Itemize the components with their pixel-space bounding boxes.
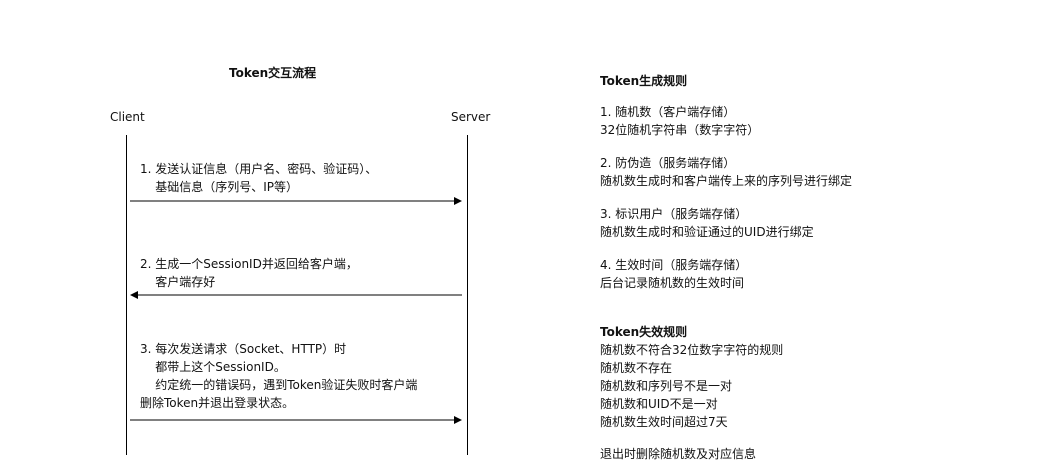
message-3-arrow xyxy=(130,416,462,424)
diagram-title: Token交互流程 xyxy=(229,66,317,80)
message-3-text: 3. 每次发送请求（Socket、HTTP）时 都带上这个SessionID。 … xyxy=(140,340,417,412)
invalidation-rule-item: 随机数生效时间超过7天 xyxy=(600,415,728,429)
invalidation-rules-footer: 退出时删除随机数及对应信息 xyxy=(600,447,757,461)
message-2-line-1: 2. 生成一个SessionID并返回给客户端， xyxy=(140,257,358,271)
server-label: Server xyxy=(451,110,491,124)
client-lifeline xyxy=(126,135,127,455)
invalidation-rule-item: 随机数和序列号不是一对 xyxy=(600,379,733,393)
generation-rule-3-detail: 随机数生成时和验证通过的UID进行绑定 xyxy=(600,225,814,239)
generation-rule-3: 3. 标识用户（服务端存储） 随机数生成时和验证通过的UID进行绑定 xyxy=(600,205,814,241)
generation-rule-2-detail: 随机数生成时和客户端传上来的序列号进行绑定 xyxy=(600,174,853,188)
server-lifeline xyxy=(467,135,468,455)
message-3-line-4: 删除Token并退出登录状态。 xyxy=(140,396,295,410)
generation-rule-4: 4. 生效时间（服务端存储） 后台记录随机数的生效时间 xyxy=(600,256,747,292)
message-2-text: 2. 生成一个SessionID并返回给客户端， 客户端存好 xyxy=(140,255,358,291)
message-2-line-2: 客户端存好 xyxy=(140,275,216,289)
generation-rules-heading: Token生成规则 xyxy=(600,74,688,88)
message-1-arrow xyxy=(130,197,462,205)
invalidation-rule-item: 随机数不符合32位数字字符的规则 xyxy=(600,343,784,357)
generation-rule-1-title: 1. 随机数（客户端存储） xyxy=(600,105,736,119)
generation-rule-1: 1. 随机数（客户端存储） 32位随机字符串（数字字符） xyxy=(600,103,759,139)
message-1-line-2: 基础信息（序列号、IP等） xyxy=(140,180,299,194)
message-2-arrow xyxy=(130,291,462,299)
message-1-line-1: 1. 发送认证信息（用户名、密码、验证码）、 xyxy=(140,162,378,176)
invalidation-rules-heading: Token失效规则 xyxy=(600,325,688,339)
generation-rule-3-title: 3. 标识用户（服务端存储） xyxy=(600,207,748,221)
invalidation-rule-item: 随机数和UID不是一对 xyxy=(600,397,718,411)
invalidation-rule-item: 随机数不存在 xyxy=(600,361,673,375)
invalidation-rules-list: 随机数不符合32位数字字符的规则 随机数不存在 随机数和序列号不是一对 随机数和… xyxy=(600,341,783,431)
message-3-line-1: 3. 每次发送请求（Socket、HTTP）时 xyxy=(140,342,347,356)
generation-rule-4-detail: 后台记录随机数的生效时间 xyxy=(600,276,745,290)
generation-rule-4-title: 4. 生效时间（服务端存储） xyxy=(600,258,748,272)
message-3-line-2: 都带上这个SessionID。 xyxy=(140,360,286,374)
message-3-line-3: 约定统一的错误码，遇到Token验证失败时客户端 xyxy=(140,378,418,392)
generation-rule-1-detail: 32位随机字符串（数字字符） xyxy=(600,123,760,137)
generation-rule-2-title: 2. 防伪造（服务端存储） xyxy=(600,156,736,170)
message-1-text: 1. 发送认证信息（用户名、密码、验证码）、 基础信息（序列号、IP等） xyxy=(140,160,377,196)
generation-rule-2: 2. 防伪造（服务端存储） 随机数生成时和客户端传上来的序列号进行绑定 xyxy=(600,154,852,190)
client-label: Client xyxy=(110,110,145,124)
